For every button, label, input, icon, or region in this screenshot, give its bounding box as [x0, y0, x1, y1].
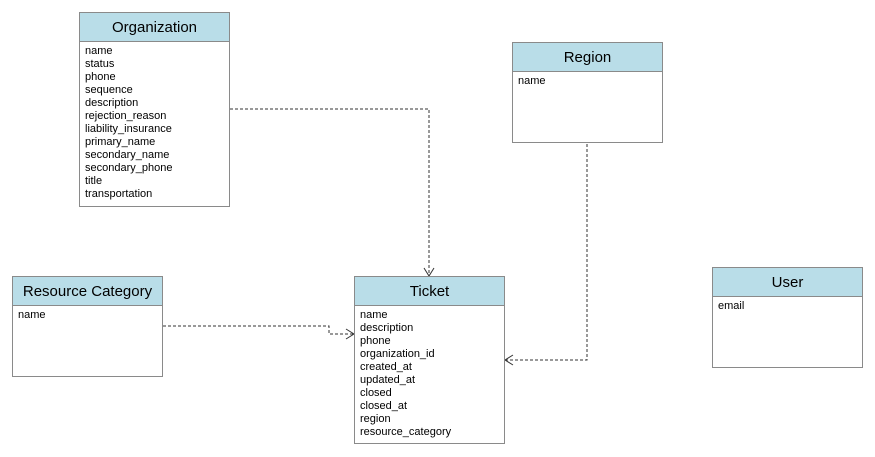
entity-field: organization_id: [360, 348, 435, 360]
entity-field: name: [18, 309, 46, 321]
entity-field: phone: [360, 335, 391, 347]
connector-region-to-ticket: [505, 144, 588, 361]
entity-user-fields: email: [713, 297, 862, 313]
entity-field: liability_insurance: [85, 123, 172, 135]
entity-field: sequence: [85, 84, 133, 96]
entity-field: phone: [85, 71, 116, 83]
entity-field: created_at: [360, 361, 412, 373]
connector-organization-to-ticket: [230, 108, 430, 276]
entity-resource-category-title: Resource Category: [13, 277, 162, 306]
entity-ticket-title: Ticket: [355, 277, 504, 306]
entity-field: rejection_reason: [85, 110, 167, 122]
entity-user[interactable]: User email: [712, 267, 863, 368]
entity-field: resource_category: [360, 426, 452, 438]
entity-field: secondary_phone: [85, 162, 173, 174]
entity-field: primary_name: [85, 136, 156, 148]
entity-field: description: [360, 322, 414, 334]
entity-region-fields: name: [513, 72, 662, 88]
entity-organization-title: Organization: [80, 13, 229, 42]
entity-resource-category[interactable]: Resource Category name: [12, 276, 163, 377]
entity-field: closed: [360, 387, 392, 399]
entity-field: closed_at: [360, 400, 408, 412]
entity-field: description: [85, 97, 139, 109]
entity-field: email: [718, 300, 745, 312]
entity-field: name: [85, 45, 113, 57]
entity-field: secondary_name: [85, 149, 170, 161]
connector-resource-category-to-ticket: [163, 325, 354, 335]
entity-field: updated_at: [360, 374, 416, 386]
entity-field: name: [360, 309, 388, 321]
entity-region-title: Region: [513, 43, 662, 72]
entity-resource-category-fields: name: [13, 306, 162, 322]
entity-field: region: [360, 413, 391, 425]
entity-field: status: [85, 58, 115, 70]
entity-field: title: [85, 175, 103, 187]
entity-region[interactable]: Region name: [512, 42, 663, 143]
entity-field: transportation: [85, 188, 153, 200]
connector-region-to-ticket-arrowhead: [504, 354, 514, 366]
entity-user-title: User: [713, 268, 862, 297]
entity-field: name: [518, 75, 546, 87]
